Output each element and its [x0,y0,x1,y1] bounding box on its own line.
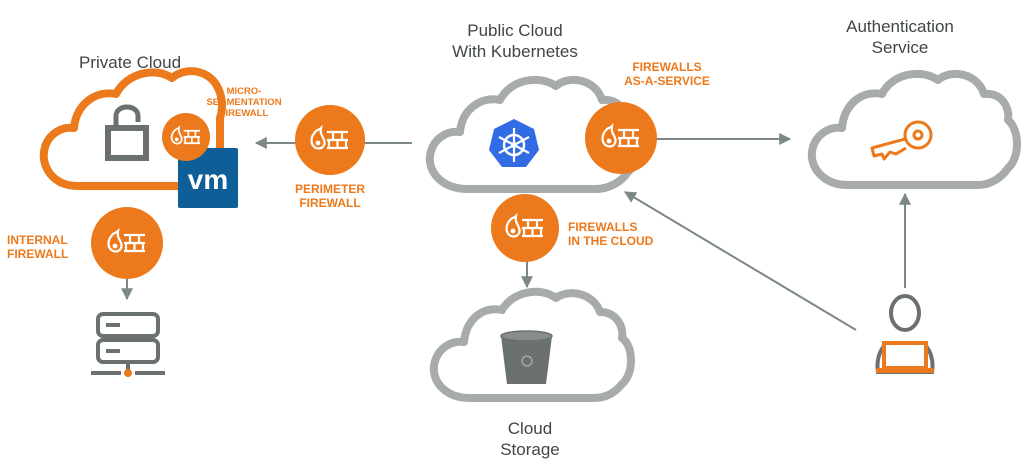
micro-segmentation-firewall-icon [162,113,210,161]
auth-cloud-shape [807,69,1021,189]
public-cloud-title-line1: Public Cloud [467,21,563,40]
cloud-storage-title-line2: Storage [500,440,560,459]
firewalls-as-a-service-label: FIREWALLS AS-A-SERVICE [612,60,722,88]
micro-label-line2: SEGMENTATION [206,97,282,108]
private-cloud-shape [39,67,226,190]
micro-label-line3: FIREWALL [219,108,269,119]
internal-label-line2: FIREWALL [7,247,69,261]
public-cloud-title-line2: With Kubernetes [452,42,578,61]
firewalls-as-a-service-icon [585,102,657,174]
private-cloud-title: Private Cloud [78,53,182,72]
perimeter-firewall-label: PERIMETER FIREWALL [280,182,380,210]
server-icon [91,312,165,377]
firewalls-in-the-cloud-icon [491,194,559,262]
lock-icon [105,104,149,161]
vmware-icon: vm [178,148,238,208]
public-cloud-title: Public Cloud With Kubernetes [410,20,620,62]
user-laptop-icon [875,294,935,374]
key-icon [870,120,933,161]
internal-firewall-icon [91,207,163,279]
private-cloud [39,67,226,190]
firewalls-in-the-cloud-label: FIREWALLS IN THE CLOUD [568,220,688,248]
vmware-label: vm [188,164,228,195]
auth-service-title-line1: Authentication [846,17,954,36]
cloud-storage-title-line1: Cloud [507,419,553,438]
aas-label-line1: FIREWALLS [632,60,702,74]
aas-label-line2: AS-A-SERVICE [624,74,710,88]
connector-user-to-public [623,191,857,331]
internal-firewall-label: INTERNAL FIREWALL [7,233,87,261]
micro-label-line1: MICRO- [226,86,262,97]
perimeter-label-line2: FIREWALL [299,196,361,210]
perimeter-label-line1: PERIMETER [294,182,365,196]
perimeter-firewall-icon [295,105,365,175]
micro-segmentation-firewall-label: MICRO- SEGMENTATION FIREWALL [196,86,292,119]
internal-label-line1: INTERNAL [7,233,68,247]
itc-label-line2: IN THE CLOUD [568,234,654,248]
kubernetes-icon [489,119,539,167]
storage-cloud-shape [429,287,635,402]
auth-service-cloud [807,69,1021,189]
auth-service-title-line2: Service [871,38,929,57]
s3-bucket-icon [500,330,553,384]
auth-service-title: Authentication Service [800,16,1000,58]
cloud-storage [429,287,635,402]
cloud-storage-title: Cloud Storage [440,418,620,460]
itc-label-line1: FIREWALLS [568,220,638,234]
